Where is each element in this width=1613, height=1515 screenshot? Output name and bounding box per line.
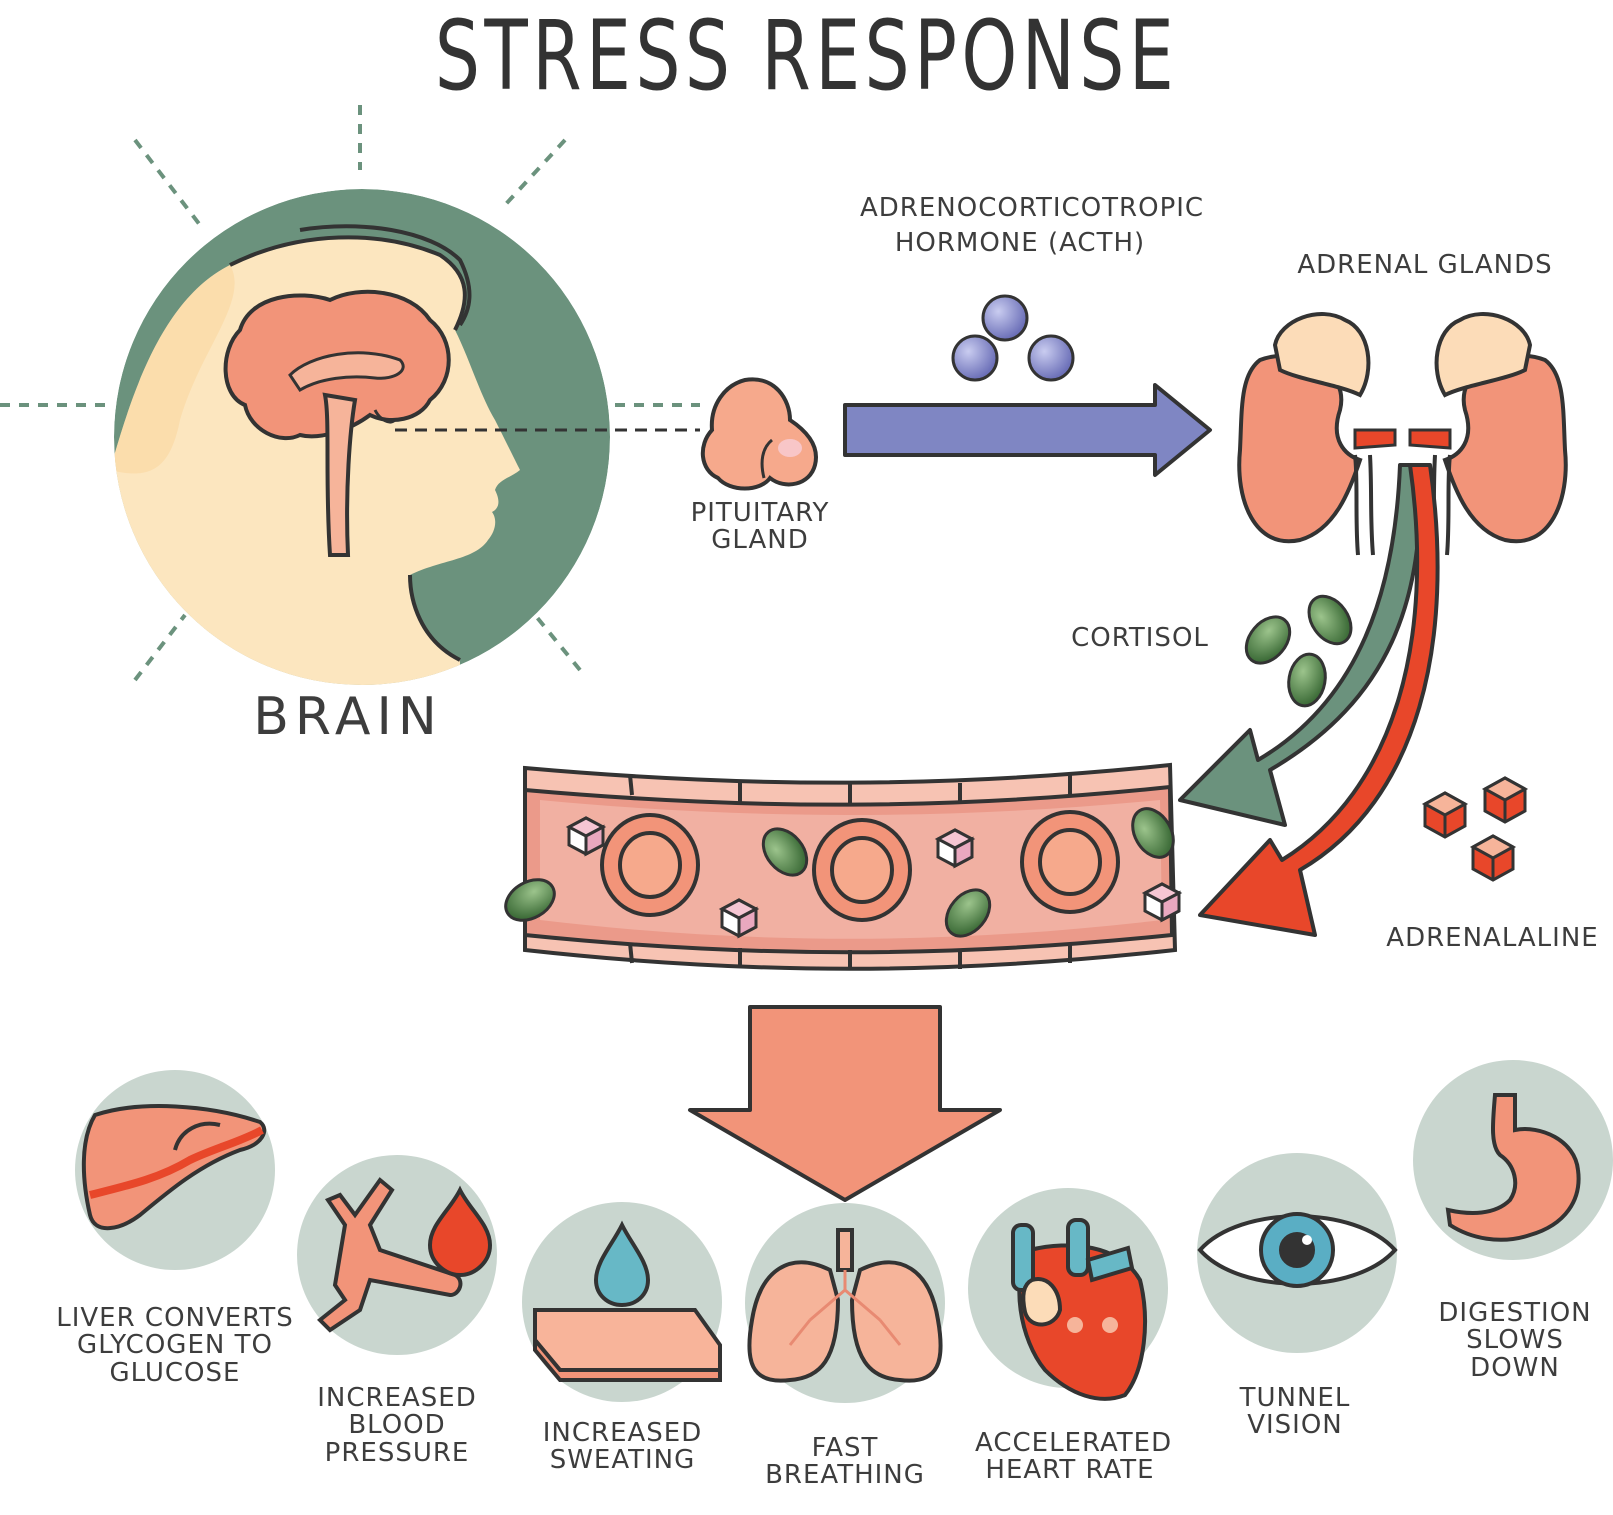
- cortisol-arrow: [1178, 463, 1423, 827]
- effects-arrow: [688, 1005, 1002, 1202]
- eye-icon: [1197, 1212, 1398, 1288]
- acth-molecules: [951, 294, 1075, 382]
- effect-caption-sweating: INCREASED SWEATING: [542, 1418, 703, 1476]
- stomach-icon: [1445, 1093, 1581, 1242]
- acth-label-line1: ADRENOCORTICOTROPIC: [860, 193, 1205, 223]
- adrenal-label: ADRENAL GLANDS: [1297, 250, 1553, 280]
- brain-illustration: [114, 189, 610, 685]
- cortisol-label: CORTISOL: [1071, 623, 1209, 653]
- brain-rays: [0, 105, 700, 682]
- page-title: STRESS RESPONSE: [434, 0, 1179, 112]
- acth-arrow: [843, 383, 1212, 477]
- pituitary-gland-icon: [700, 377, 818, 491]
- effect-caption-blood-pressure: INCREASED BLOOD PRESSURE: [317, 1383, 477, 1468]
- brain-label: BRAIN: [253, 687, 443, 747]
- effect-caption-heart-rate: ACCELERATED HEART RATE: [975, 1428, 1173, 1486]
- cortisol-molecules: [1244, 594, 1353, 708]
- blood-vessel-illustration: [504, 762, 1183, 971]
- effect-caption-vision: TUNNEL VISION: [1239, 1383, 1351, 1441]
- acth-label-line2: HORMONE (ACTH): [894, 228, 1146, 258]
- pituitary-label: PITUITARY GLAND: [690, 498, 830, 556]
- adrenaline-label: ADRENALALINE: [1386, 923, 1599, 953]
- blood-vessel-icon: [317, 1177, 493, 1333]
- effect-caption-liver: LIVER CONVERTS GLYCOGEN TO GLUCOSE: [56, 1303, 294, 1388]
- adrenal-glands-icon: [1237, 312, 1568, 556]
- adrenaline-molecules: [1421, 776, 1529, 882]
- effect-caption-digestion: DIGESTION SLOWS DOWN: [1438, 1298, 1592, 1383]
- heart-icon: [1011, 1218, 1147, 1401]
- adrenaline-arrow: [1198, 463, 1440, 937]
- sweat-drop-icon: [533, 1220, 722, 1382]
- liver-icon: [81, 1104, 267, 1231]
- lungs-icon: [747, 1228, 943, 1383]
- effect-caption-breathing: FAST BREATHING: [765, 1433, 925, 1491]
